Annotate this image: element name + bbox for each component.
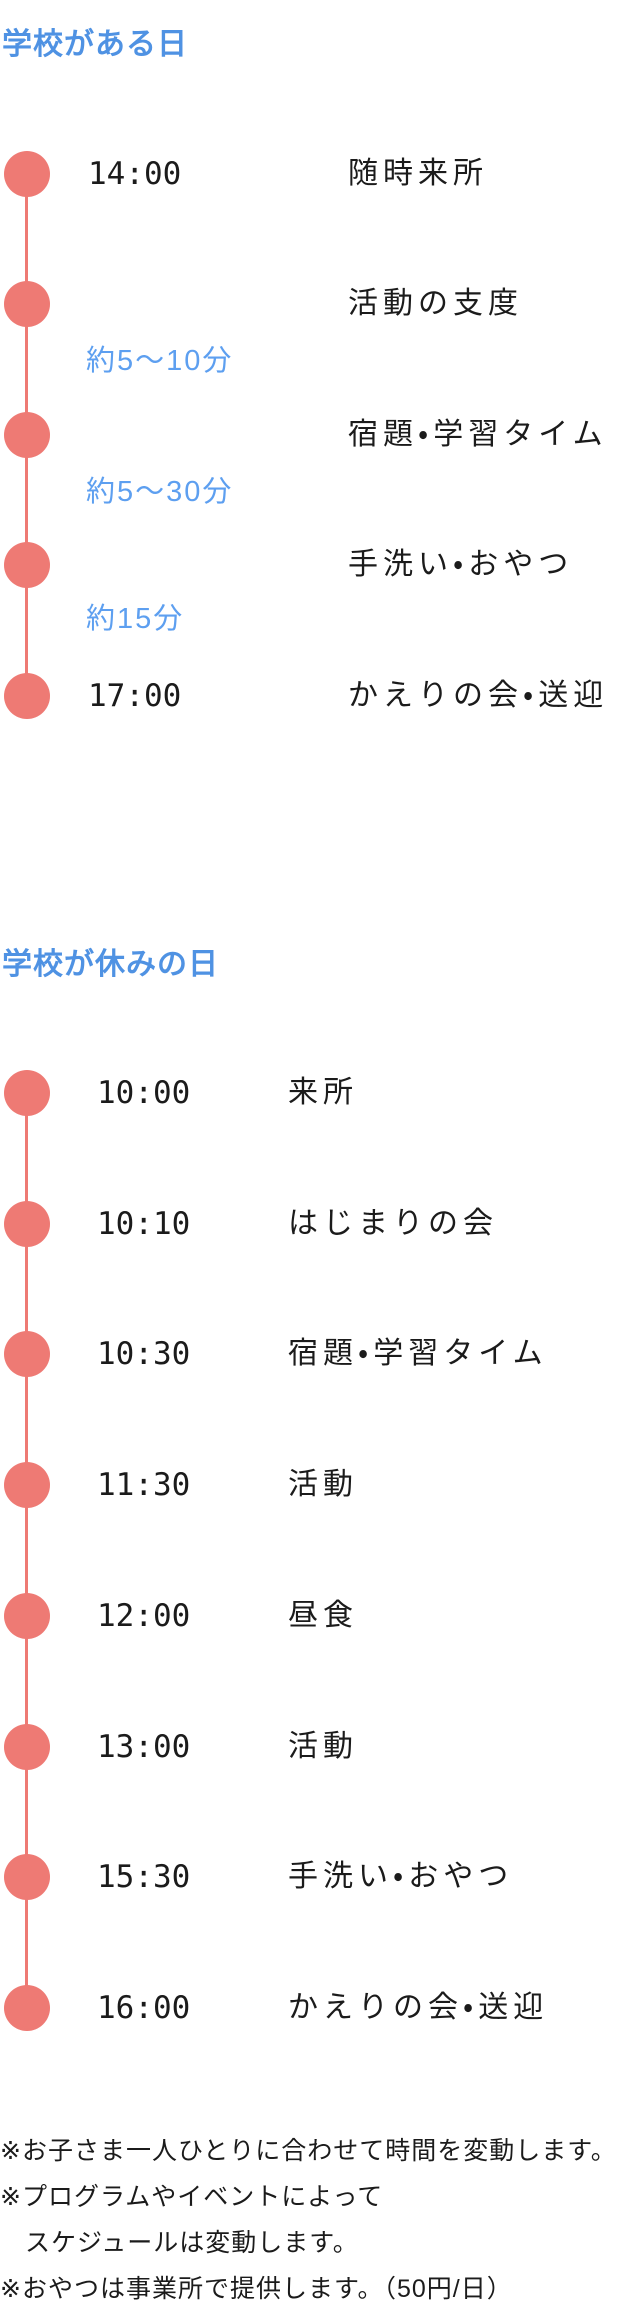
- row-activity: 活動: [288, 1468, 358, 1501]
- timeline-dot-icon: [4, 1724, 50, 1770]
- row-activity: 来所: [288, 1076, 358, 1109]
- timeline-row: 10:30 宿題・学習タイム: [0, 1331, 640, 1377]
- interval-label: 約5〜10分: [86, 345, 234, 377]
- timeline-dot-icon: [4, 281, 50, 327]
- interval-label: 約5〜30分: [86, 476, 234, 508]
- timeline-line: [25, 1093, 28, 2008]
- row-time: 11:30: [97, 1467, 191, 1503]
- timeline-row: 16:00 かえりの会・送迎: [0, 1985, 640, 2031]
- interval-label: 約15分: [86, 603, 185, 635]
- timeline-dot-icon: [4, 1854, 50, 1900]
- timeline-row: 15:30 手洗い・おやつ: [0, 1854, 640, 1900]
- row-time: 13:00: [97, 1729, 191, 1765]
- timeline-dot-icon: [4, 151, 50, 197]
- row-activity: はじまりの会: [288, 1207, 498, 1240]
- timeline-row: 11:30 活動: [0, 1462, 640, 1508]
- row-time: 16:00: [97, 1990, 191, 2026]
- row-activity: 随時来所: [348, 157, 488, 190]
- row-activity: 昼食: [288, 1599, 358, 1632]
- section-title-school-holiday: 学校が休みの日: [2, 947, 219, 981]
- timeline-row: 宿題・学習タイム: [0, 412, 640, 458]
- footnote: ※お子さま一人ひとりに合わせて時間を変動します。: [0, 2137, 617, 2165]
- row-activity: かえりの会・送迎: [348, 679, 609, 712]
- row-activity: かえりの会・送迎: [288, 1991, 549, 2024]
- row-time: 10:10: [97, 1206, 191, 1242]
- timeline-dot-icon: [4, 1593, 50, 1639]
- timeline-dot-icon: [4, 673, 50, 719]
- timeline-row: 10:10 はじまりの会: [0, 1201, 640, 1247]
- timeline-dot-icon: [4, 1985, 50, 2031]
- timeline-row: 手洗い・おやつ: [0, 542, 640, 588]
- timeline-dot-icon: [4, 542, 50, 588]
- row-activity: 手洗い・おやつ: [348, 548, 574, 581]
- row-time: 14:00: [88, 156, 182, 192]
- row-time: 15:30: [97, 1859, 191, 1895]
- footnote: ※プログラムやイベントによって: [0, 2183, 384, 2211]
- row-time: 10:00: [97, 1075, 191, 1111]
- timeline-row: 活動の支度: [0, 281, 640, 327]
- timeline-dot-icon: [4, 1201, 50, 1247]
- row-time: 10:30: [97, 1336, 191, 1372]
- row-activity: 宿題・学習タイム: [348, 418, 608, 451]
- row-time: 12:00: [97, 1598, 191, 1634]
- footnote: スケジュールは変動します。: [25, 2229, 359, 2257]
- row-activity: 宿題・学習タイム: [288, 1337, 548, 1370]
- timeline-row: 10:00 来所: [0, 1070, 640, 1116]
- timeline-row: 14:00 随時来所: [0, 151, 640, 197]
- row-activity: 手洗い・おやつ: [288, 1860, 514, 1893]
- footnote: ※おやつは事業所で提供します。（50円/日）: [0, 2275, 513, 2303]
- row-activity: 活動: [288, 1730, 358, 1763]
- timeline-dot-icon: [4, 1331, 50, 1377]
- row-activity: 活動の支度: [348, 287, 523, 320]
- timeline-dot-icon: [4, 1070, 50, 1116]
- timeline-row: 13:00 活動: [0, 1724, 640, 1770]
- timeline-row: 17:00 かえりの会・送迎: [0, 673, 640, 719]
- row-time: 17:00: [88, 678, 182, 714]
- timeline-dot-icon: [4, 412, 50, 458]
- section-title-school-day: 学校がある日: [2, 27, 188, 61]
- timeline-row: 12:00 昼食: [0, 1593, 640, 1639]
- timeline-dot-icon: [4, 1462, 50, 1508]
- footnotes: ※お子さま一人ひとりに合わせて時間を変動します。 ※プログラムやイベントによって…: [0, 2128, 640, 2312]
